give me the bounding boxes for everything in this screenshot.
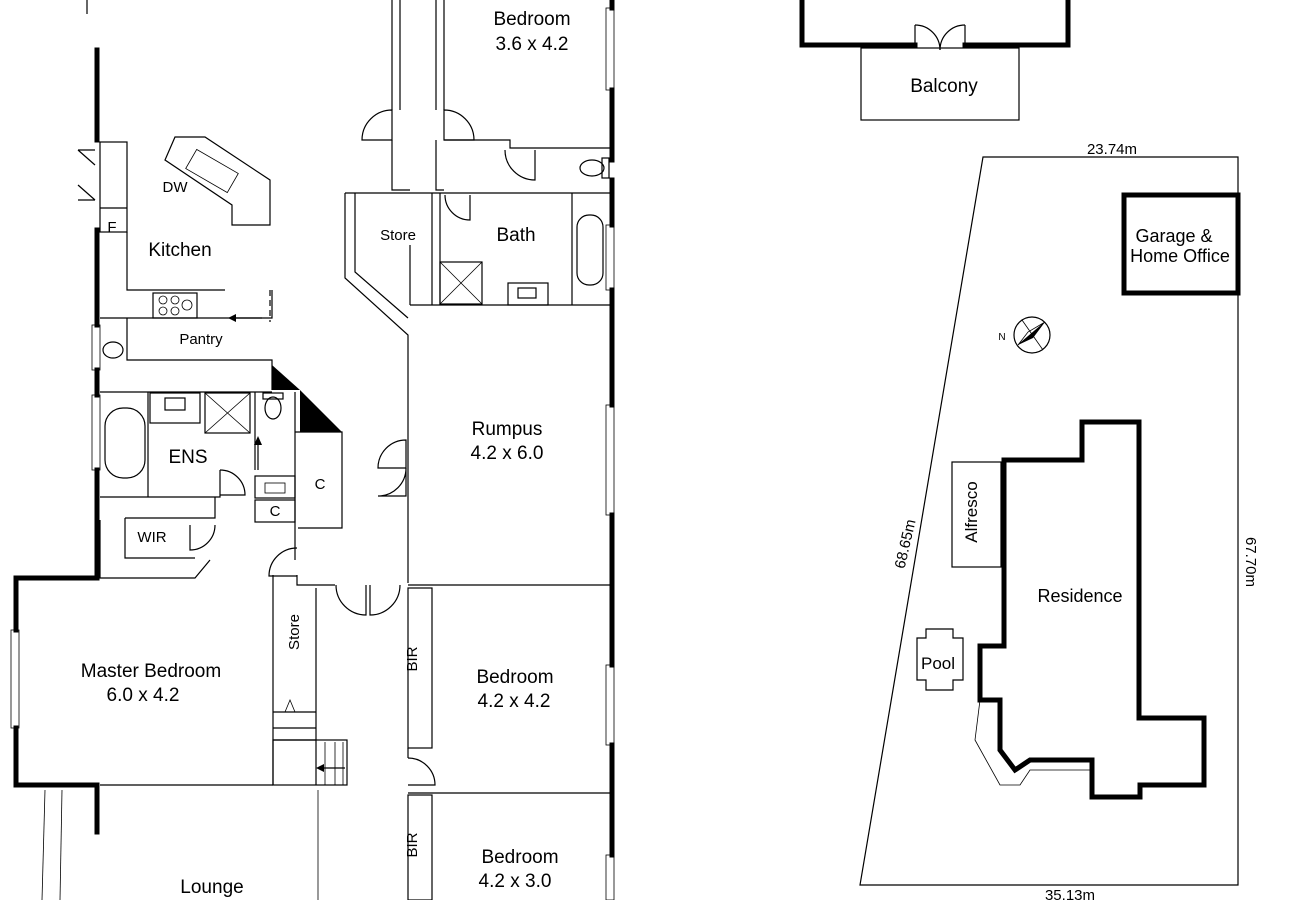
store-upper-label: Store — [380, 227, 416, 244]
garage-outline — [1121, 192, 1241, 296]
master-bedroom-label: Master Bedroom — [81, 661, 221, 682]
room-labels: Bedroom 3.6 x 4.2 DW F Kitchen Pantry St… — [81, 9, 571, 898]
alfresco-outline — [951, 461, 1002, 568]
store-lower-label: Store — [286, 614, 303, 650]
wir-label: WIR — [137, 529, 166, 546]
bir-2-label: BIR — [404, 832, 421, 857]
dishwasher-label: DW — [163, 179, 189, 196]
fixtures — [77, 136, 610, 786]
bedroom-mid-size: 4.2 x 4.2 — [478, 691, 551, 712]
bedroom-top-label: Bedroom — [493, 9, 570, 30]
bedroom-top-size: 3.6 x 4.2 — [496, 34, 569, 55]
lounge-label: Lounge — [180, 877, 243, 898]
master-bedroom-size: 6.0 x 4.2 — [107, 685, 180, 706]
residence-label: Residence — [1037, 586, 1122, 606]
rumpus-label: Rumpus — [472, 419, 543, 440]
garage-label-line1: Garage & — [1135, 226, 1212, 246]
pool-outline — [916, 628, 964, 691]
bedroom-low-label: Bedroom — [481, 847, 558, 868]
cupboard-b-label: C — [270, 503, 281, 520]
site-boundary — [859, 156, 1239, 886]
floor-plan: Bedroom 3.6 x 4.2 DW F Kitchen Pantry St… — [10, 0, 615, 900]
dimension-right: 67.70m — [1242, 537, 1259, 587]
dimension-bottom: 35.13m — [1045, 887, 1095, 900]
north-arrow-icon: N — [998, 316, 1051, 354]
pantry-label: Pantry — [179, 331, 223, 348]
dimension-left: 68.65m — [892, 518, 920, 571]
bath-label: Bath — [496, 225, 535, 246]
door-swings — [189, 109, 536, 786]
fridge-label: F — [107, 219, 116, 236]
north-label: N — [998, 332, 1005, 343]
bedroom-low-size: 4.2 x 3.0 — [479, 871, 552, 892]
rumpus-size: 4.2 x 6.0 — [471, 443, 544, 464]
cupboard-a-label: C — [315, 476, 326, 493]
wall-triangles — [272, 365, 342, 432]
garage-label-line2: Home Office — [1130, 246, 1230, 266]
residence-outline — [977, 419, 1207, 800]
kitchen-label: Kitchen — [148, 240, 211, 261]
upper-level-fragment: Balcony — [799, 0, 1071, 121]
ensuite-label: ENS — [168, 447, 207, 468]
balcony-label: Balcony — [910, 76, 978, 97]
windows — [10, 7, 615, 900]
site-plan: 23.74m 68.65m 67.70m 35.13m Garage & Hom… — [859, 141, 1259, 900]
alfresco-label: Alfresco — [962, 481, 981, 542]
pool-label: Pool — [921, 654, 955, 673]
bedroom-mid-label: Bedroom — [476, 667, 553, 688]
exterior-walls — [13, 0, 615, 858]
bir-1-label: BIR — [404, 646, 421, 671]
balcony-outline — [860, 47, 1020, 121]
dimension-top: 23.74m — [1087, 141, 1137, 158]
